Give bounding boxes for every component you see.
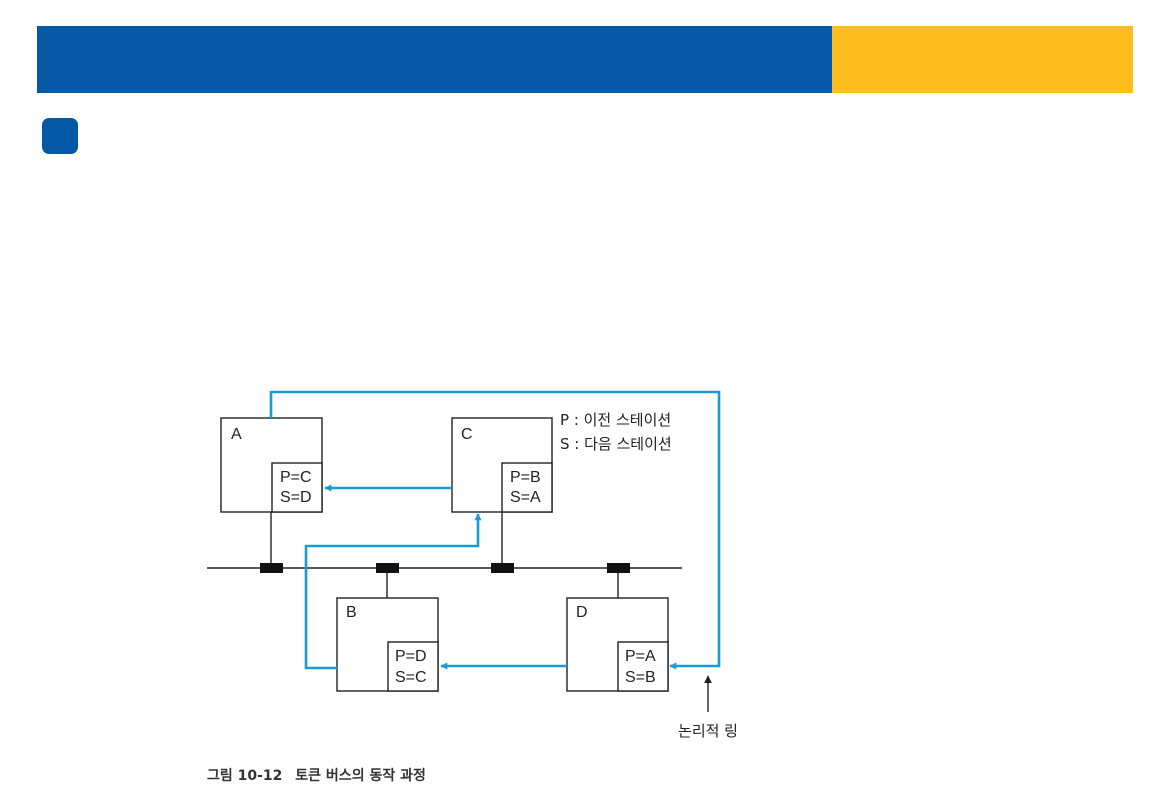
- station-b-next: S=C: [395, 669, 427, 686]
- station-d-prev: P=A: [625, 648, 656, 665]
- station-b-name: B: [346, 604, 357, 621]
- station-a-name: A: [231, 426, 242, 443]
- tap-c: [491, 563, 514, 573]
- legend-next-station: S : 다음 스테이션: [560, 435, 672, 453]
- section-bullet: [42, 118, 78, 154]
- station-d: D P=A S=B: [566, 597, 669, 692]
- header-banner-yellow: [832, 26, 1133, 93]
- figure-caption: 그림 10-12 토큰 버스의 동작 과정: [207, 767, 426, 784]
- tap-a: [260, 563, 283, 573]
- legend-prev-station: P : 이전 스테이션: [560, 411, 671, 429]
- figure-title: 토큰 버스의 동작 과정: [295, 767, 426, 784]
- tap-b: [376, 563, 399, 573]
- station-d-name: D: [576, 604, 588, 621]
- station-a-next: S=D: [280, 489, 312, 506]
- station-d-next: S=B: [625, 669, 656, 686]
- station-a: A P=C S=D: [220, 417, 323, 513]
- station-c-next: S=A: [510, 489, 541, 506]
- station-b: B P=D S=C: [336, 597, 439, 692]
- header-banner-blue: [37, 26, 832, 93]
- station-a-prev: P=C: [280, 469, 312, 486]
- flow-a-to-d: [269, 390, 721, 670]
- flow-b-to-c: [304, 513, 482, 670]
- station-c: C P=B S=A: [451, 417, 553, 513]
- station-b-prev: P=D: [395, 648, 427, 665]
- tap-d: [607, 563, 630, 573]
- logical-ring-label: 논리적 링: [678, 722, 738, 740]
- station-c-prev: P=B: [510, 469, 541, 486]
- station-c-name: C: [461, 426, 473, 443]
- figure-number: 그림 10-12: [207, 768, 282, 784]
